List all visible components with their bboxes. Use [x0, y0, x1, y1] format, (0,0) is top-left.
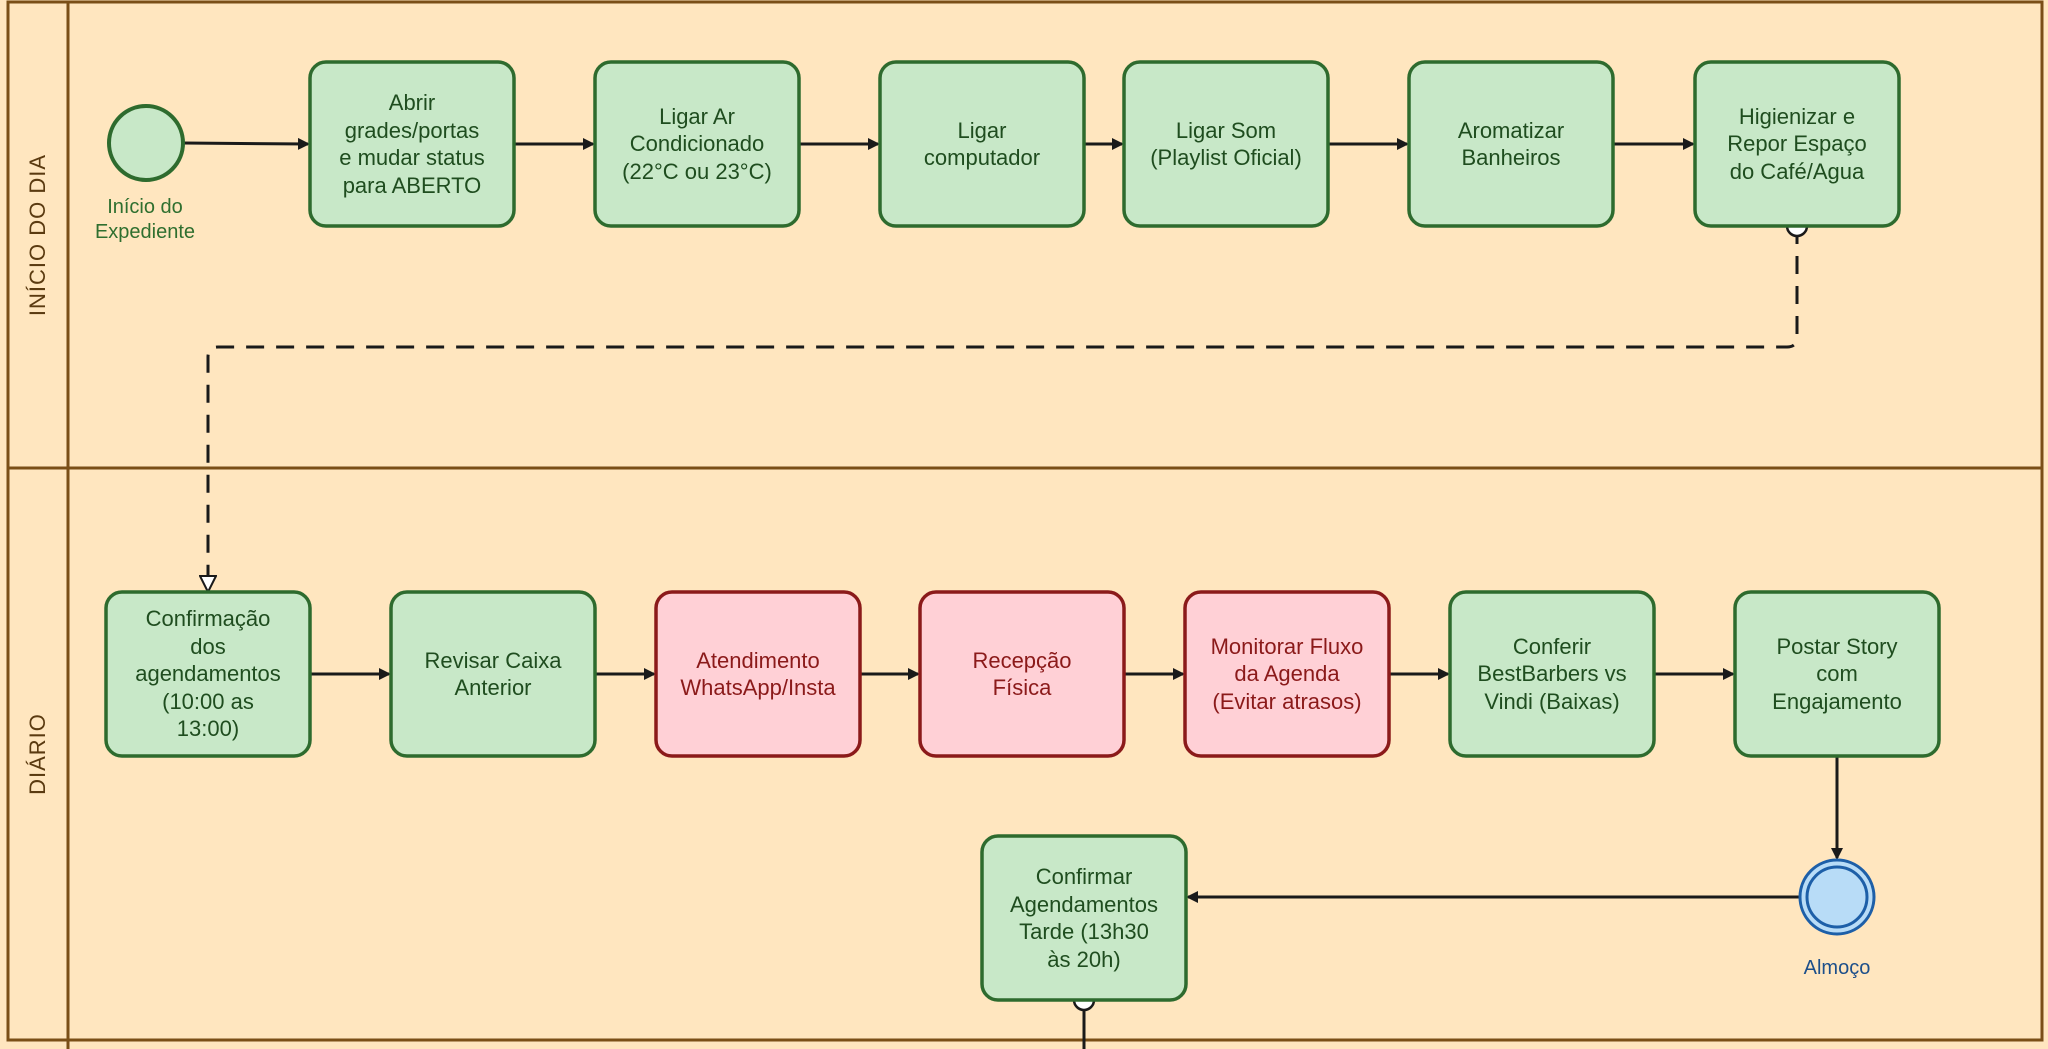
lane-label-diario: DIÁRIO [25, 713, 50, 795]
task-box-t2[interactable] [593, 60, 801, 228]
task-box-t13[interactable] [1733, 590, 1941, 758]
nodes-layer [104, 60, 1941, 1002]
task-box-t11[interactable] [1183, 590, 1391, 758]
intermediate-event-inner [1805, 865, 1869, 929]
task-box-t12[interactable] [1448, 590, 1656, 758]
task-box-t1[interactable] [308, 60, 516, 228]
task-box-t5[interactable] [1407, 60, 1615, 228]
task-box-t3[interactable] [878, 60, 1086, 228]
lane-label-inicio-do-dia: INÍCIO DO DIA [25, 153, 50, 317]
start-event-circle[interactable] [107, 104, 185, 182]
task-box-t6[interactable] [1693, 60, 1901, 228]
task-box-t8[interactable] [389, 590, 597, 758]
message-flow-t6-t7 [208, 226, 1799, 591]
task-box-t4[interactable] [1122, 60, 1330, 228]
sequence-flow-ev-start-t1 [182, 137, 310, 150]
task-box-t9[interactable] [654, 590, 862, 758]
intermediate-event-outer[interactable] [1798, 858, 1876, 936]
task-box-t14[interactable] [980, 834, 1188, 1002]
task-box-t7[interactable] [104, 590, 312, 758]
task-box-t10[interactable] [918, 590, 1126, 758]
